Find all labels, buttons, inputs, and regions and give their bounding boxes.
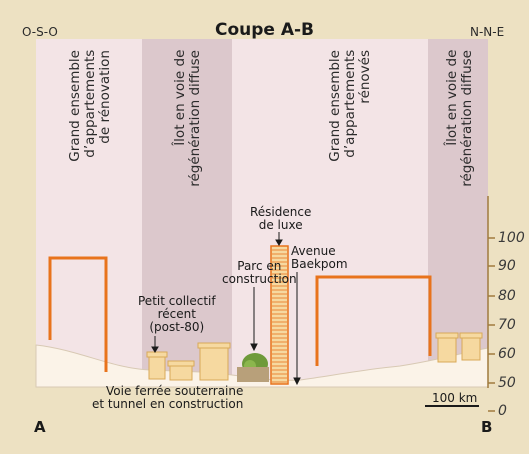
endpoint-b: B: [481, 418, 493, 436]
tick-100: 100: [498, 230, 525, 246]
figure-title: Coupe A-B: [214, 20, 315, 40]
annotation-petit-collectif: Petit collectif récent (post-80): [138, 294, 216, 334]
zone-band-4: [428, 39, 488, 387]
height-axis: [487, 196, 495, 412]
annotation-residence: Résidence de luxe: [250, 205, 312, 232]
tick-90: 90: [498, 258, 516, 274]
annotation-parc: Parc en construction: [222, 259, 297, 286]
building-grand-ensemble-left: [48, 256, 108, 372]
tick-60: 60: [498, 346, 516, 362]
annotation-avenue: Avenue Baekpom: [291, 244, 348, 271]
tick-80: 80: [498, 288, 516, 304]
zone-band-2: [142, 39, 232, 387]
building-grand-ensemble-right: [315, 275, 432, 366]
tick-0: 0: [498, 403, 507, 419]
direction-right-label: N-N-E: [470, 25, 505, 39]
endpoint-a: A: [34, 418, 46, 436]
annotation-voie-ferree: Voie ferrée souterraine et tunnel en con…: [92, 384, 244, 411]
scale-label: 100 km: [432, 391, 478, 405]
tick-70: 70: [498, 317, 516, 333]
tunnel-block: [237, 367, 269, 382]
zone-band-1: [36, 39, 142, 387]
building-ilot-right: [435, 332, 483, 363]
section-panel: [36, 39, 488, 387]
tick-50: 50: [498, 375, 516, 391]
building-petit-collectif: [146, 342, 231, 381]
direction-left-label: O-S-O: [22, 25, 58, 39]
zone-band-3: [232, 39, 428, 387]
building-residence-luxe: [270, 245, 289, 385]
